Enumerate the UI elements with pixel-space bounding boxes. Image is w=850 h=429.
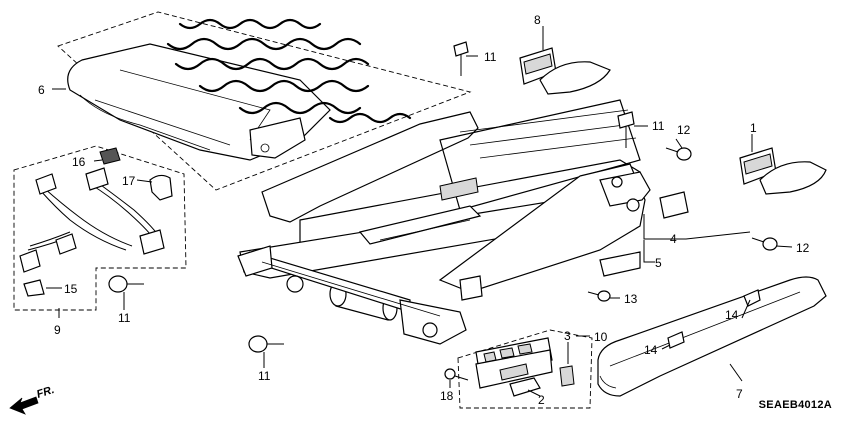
screw-18 (444, 368, 469, 381)
bolt-11-left (108, 275, 144, 293)
bolt-12-bottom (751, 237, 778, 251)
callout-7: 7 (736, 387, 743, 401)
callout-14-upper: 14 (725, 308, 739, 322)
callout-12-bottom: 12 (796, 241, 810, 255)
wire-harness (13, 145, 187, 311)
rail-cover (597, 276, 827, 397)
seat-adjuster-frame (237, 99, 651, 345)
power-seat-switch-assembly (457, 329, 593, 409)
callout-16: 16 (72, 155, 86, 169)
callout-11-bottom: 11 (258, 369, 271, 383)
callout-17: 17 (122, 174, 136, 188)
callout-10: 10 (594, 330, 608, 344)
bolt-11-bottom (248, 335, 284, 353)
callout-12-top: 12 (677, 123, 691, 137)
callout-6: 6 (38, 83, 45, 97)
bolt-11-right (617, 111, 635, 148)
callout-8: 8 (534, 13, 541, 27)
bolt-12-top (665, 147, 692, 161)
leader-lines (46, 26, 793, 397)
callout-11-top: 11 (484, 50, 497, 64)
callout-11-left: 11 (118, 311, 131, 325)
bolt-13 (587, 290, 611, 302)
clip-4 (659, 191, 689, 219)
callout-11-right: 11 (652, 119, 665, 133)
outer-trim-cover (519, 47, 611, 95)
inner-trim-cover (739, 147, 827, 195)
callout-13: 13 (624, 292, 638, 306)
callout-9: 9 (54, 323, 61, 337)
callout-18: 18 (440, 389, 454, 403)
seat-cushion-frame (57, 11, 472, 191)
front-direction-indicator: FR. (9, 384, 56, 415)
diagram-code: SEAEB4012A (759, 399, 832, 411)
front-arrow-icon (9, 396, 39, 415)
cushion-springs (166, 18, 412, 124)
callout-5: 5 (655, 256, 662, 270)
bolt-11-top (453, 41, 469, 76)
callout-4: 4 (670, 232, 677, 246)
callout-2: 2 (538, 393, 545, 407)
front-direction-label: FR. (35, 384, 56, 401)
callout-14-lower: 14 (644, 343, 658, 357)
callout-labels: 1 2 3 4 5 6 7 8 9 10 11 11 11 11 12 12 1… (38, 13, 810, 407)
callout-1: 1 (750, 121, 757, 135)
callout-3: 3 (564, 329, 571, 343)
callout-15: 15 (64, 282, 78, 296)
